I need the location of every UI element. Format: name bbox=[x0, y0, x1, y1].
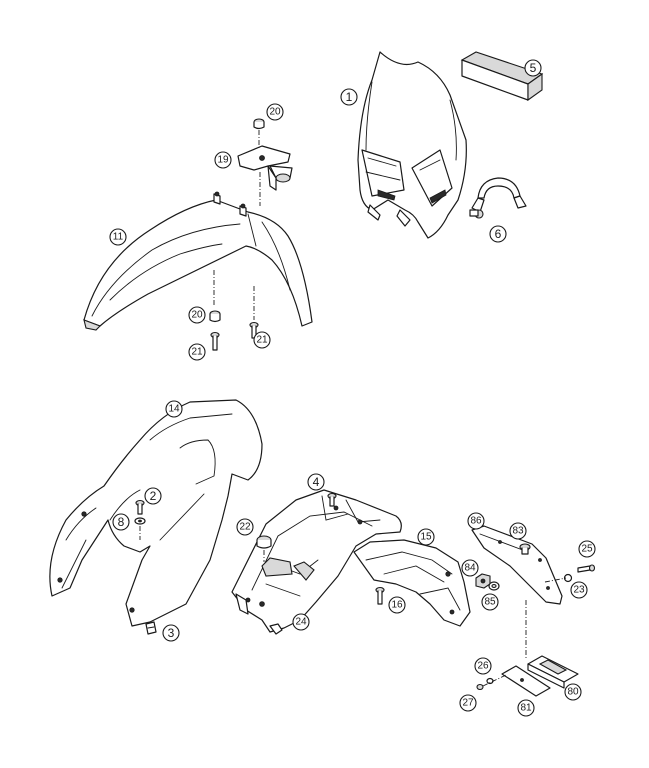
screw-27 bbox=[476, 683, 484, 691]
svg-text:22: 22 bbox=[239, 522, 251, 533]
nut-lower bbox=[209, 310, 221, 323]
grommet-22 bbox=[256, 535, 272, 549]
callout-11: 11 bbox=[109, 228, 127, 246]
callout-2: 2 bbox=[144, 487, 162, 505]
svg-text:27: 27 bbox=[462, 698, 474, 709]
headlight-mask bbox=[357, 51, 467, 239]
screw-left bbox=[210, 331, 220, 351]
callout-5: 5 bbox=[524, 59, 542, 77]
nut-top bbox=[253, 118, 265, 130]
callout-6: 6 bbox=[489, 225, 507, 243]
callout-8: 8 bbox=[112, 513, 130, 531]
callout-21-right: 21 bbox=[253, 331, 271, 349]
washer-8 bbox=[134, 517, 146, 525]
fender-bracket bbox=[237, 145, 293, 191]
screw-16 bbox=[375, 586, 385, 605]
callout-80: 80 bbox=[564, 683, 582, 701]
callout-20-top: 20 bbox=[266, 103, 284, 121]
svg-text:83: 83 bbox=[512, 526, 524, 537]
callout-21-left: 21 bbox=[188, 343, 206, 361]
screw-25 bbox=[577, 564, 596, 573]
rear-flap bbox=[353, 539, 471, 627]
callout-84: 84 bbox=[461, 559, 479, 577]
svg-text:21: 21 bbox=[256, 335, 268, 346]
svg-text:5: 5 bbox=[530, 61, 537, 75]
clip-3 bbox=[145, 621, 157, 635]
callout-16: 16 bbox=[388, 596, 406, 614]
nut-84 bbox=[475, 573, 491, 589]
callout-22: 22 bbox=[236, 518, 254, 536]
callout-27: 27 bbox=[459, 694, 477, 712]
callout-14: 14 bbox=[165, 400, 183, 418]
callout-1: 1 bbox=[340, 88, 358, 106]
svg-text:2: 2 bbox=[150, 489, 157, 503]
callout-23: 23 bbox=[570, 581, 588, 599]
washer-85 bbox=[488, 581, 500, 591]
svg-text:86: 86 bbox=[470, 516, 482, 527]
callout-15: 15 bbox=[417, 528, 435, 546]
svg-text:6: 6 bbox=[495, 227, 502, 241]
svg-text:24: 24 bbox=[295, 617, 307, 628]
callout-24: 24 bbox=[292, 613, 310, 631]
svg-text:21: 21 bbox=[191, 347, 203, 358]
svg-text:81: 81 bbox=[520, 703, 532, 714]
callout-20-lower: 20 bbox=[188, 306, 206, 324]
svg-text:11: 11 bbox=[113, 232, 124, 243]
plate-light-bracket bbox=[501, 665, 551, 697]
nut-23 bbox=[563, 573, 573, 583]
callout-25: 25 bbox=[578, 540, 596, 558]
rear-tray bbox=[231, 489, 402, 635]
svg-text:3: 3 bbox=[168, 626, 175, 640]
callout-83: 83 bbox=[509, 522, 527, 540]
svg-text:23: 23 bbox=[573, 585, 585, 596]
svg-text:19: 19 bbox=[217, 155, 229, 166]
foam-pad bbox=[460, 51, 544, 102]
callout-86: 86 bbox=[467, 512, 485, 530]
svg-text:84: 84 bbox=[464, 563, 476, 574]
svg-text:20: 20 bbox=[269, 107, 281, 118]
svg-text:85: 85 bbox=[484, 597, 496, 608]
screw-4 bbox=[327, 492, 337, 507]
svg-text:1: 1 bbox=[346, 90, 353, 104]
side-panel bbox=[49, 399, 263, 627]
svg-text:15: 15 bbox=[420, 532, 432, 543]
callout-3: 3 bbox=[162, 624, 180, 642]
svg-text:25: 25 bbox=[581, 544, 593, 555]
svg-text:14: 14 bbox=[168, 404, 180, 415]
callout-4: 4 bbox=[307, 473, 325, 491]
screw-83 bbox=[519, 543, 531, 555]
headlight-clamp bbox=[469, 177, 527, 219]
svg-text:26: 26 bbox=[477, 661, 489, 672]
callout-85: 85 bbox=[481, 593, 499, 611]
front-fender bbox=[83, 191, 313, 331]
callout-81: 81 bbox=[517, 699, 535, 717]
svg-text:80: 80 bbox=[567, 687, 579, 698]
svg-text:20: 20 bbox=[191, 310, 203, 321]
svg-text:16: 16 bbox=[391, 600, 403, 611]
callout-19: 19 bbox=[214, 151, 232, 169]
callout-26: 26 bbox=[474, 657, 492, 675]
svg-text:8: 8 bbox=[118, 515, 125, 529]
reflector-80 bbox=[527, 655, 579, 689]
svg-text:4: 4 bbox=[313, 475, 320, 489]
screw-2 bbox=[135, 499, 145, 515]
